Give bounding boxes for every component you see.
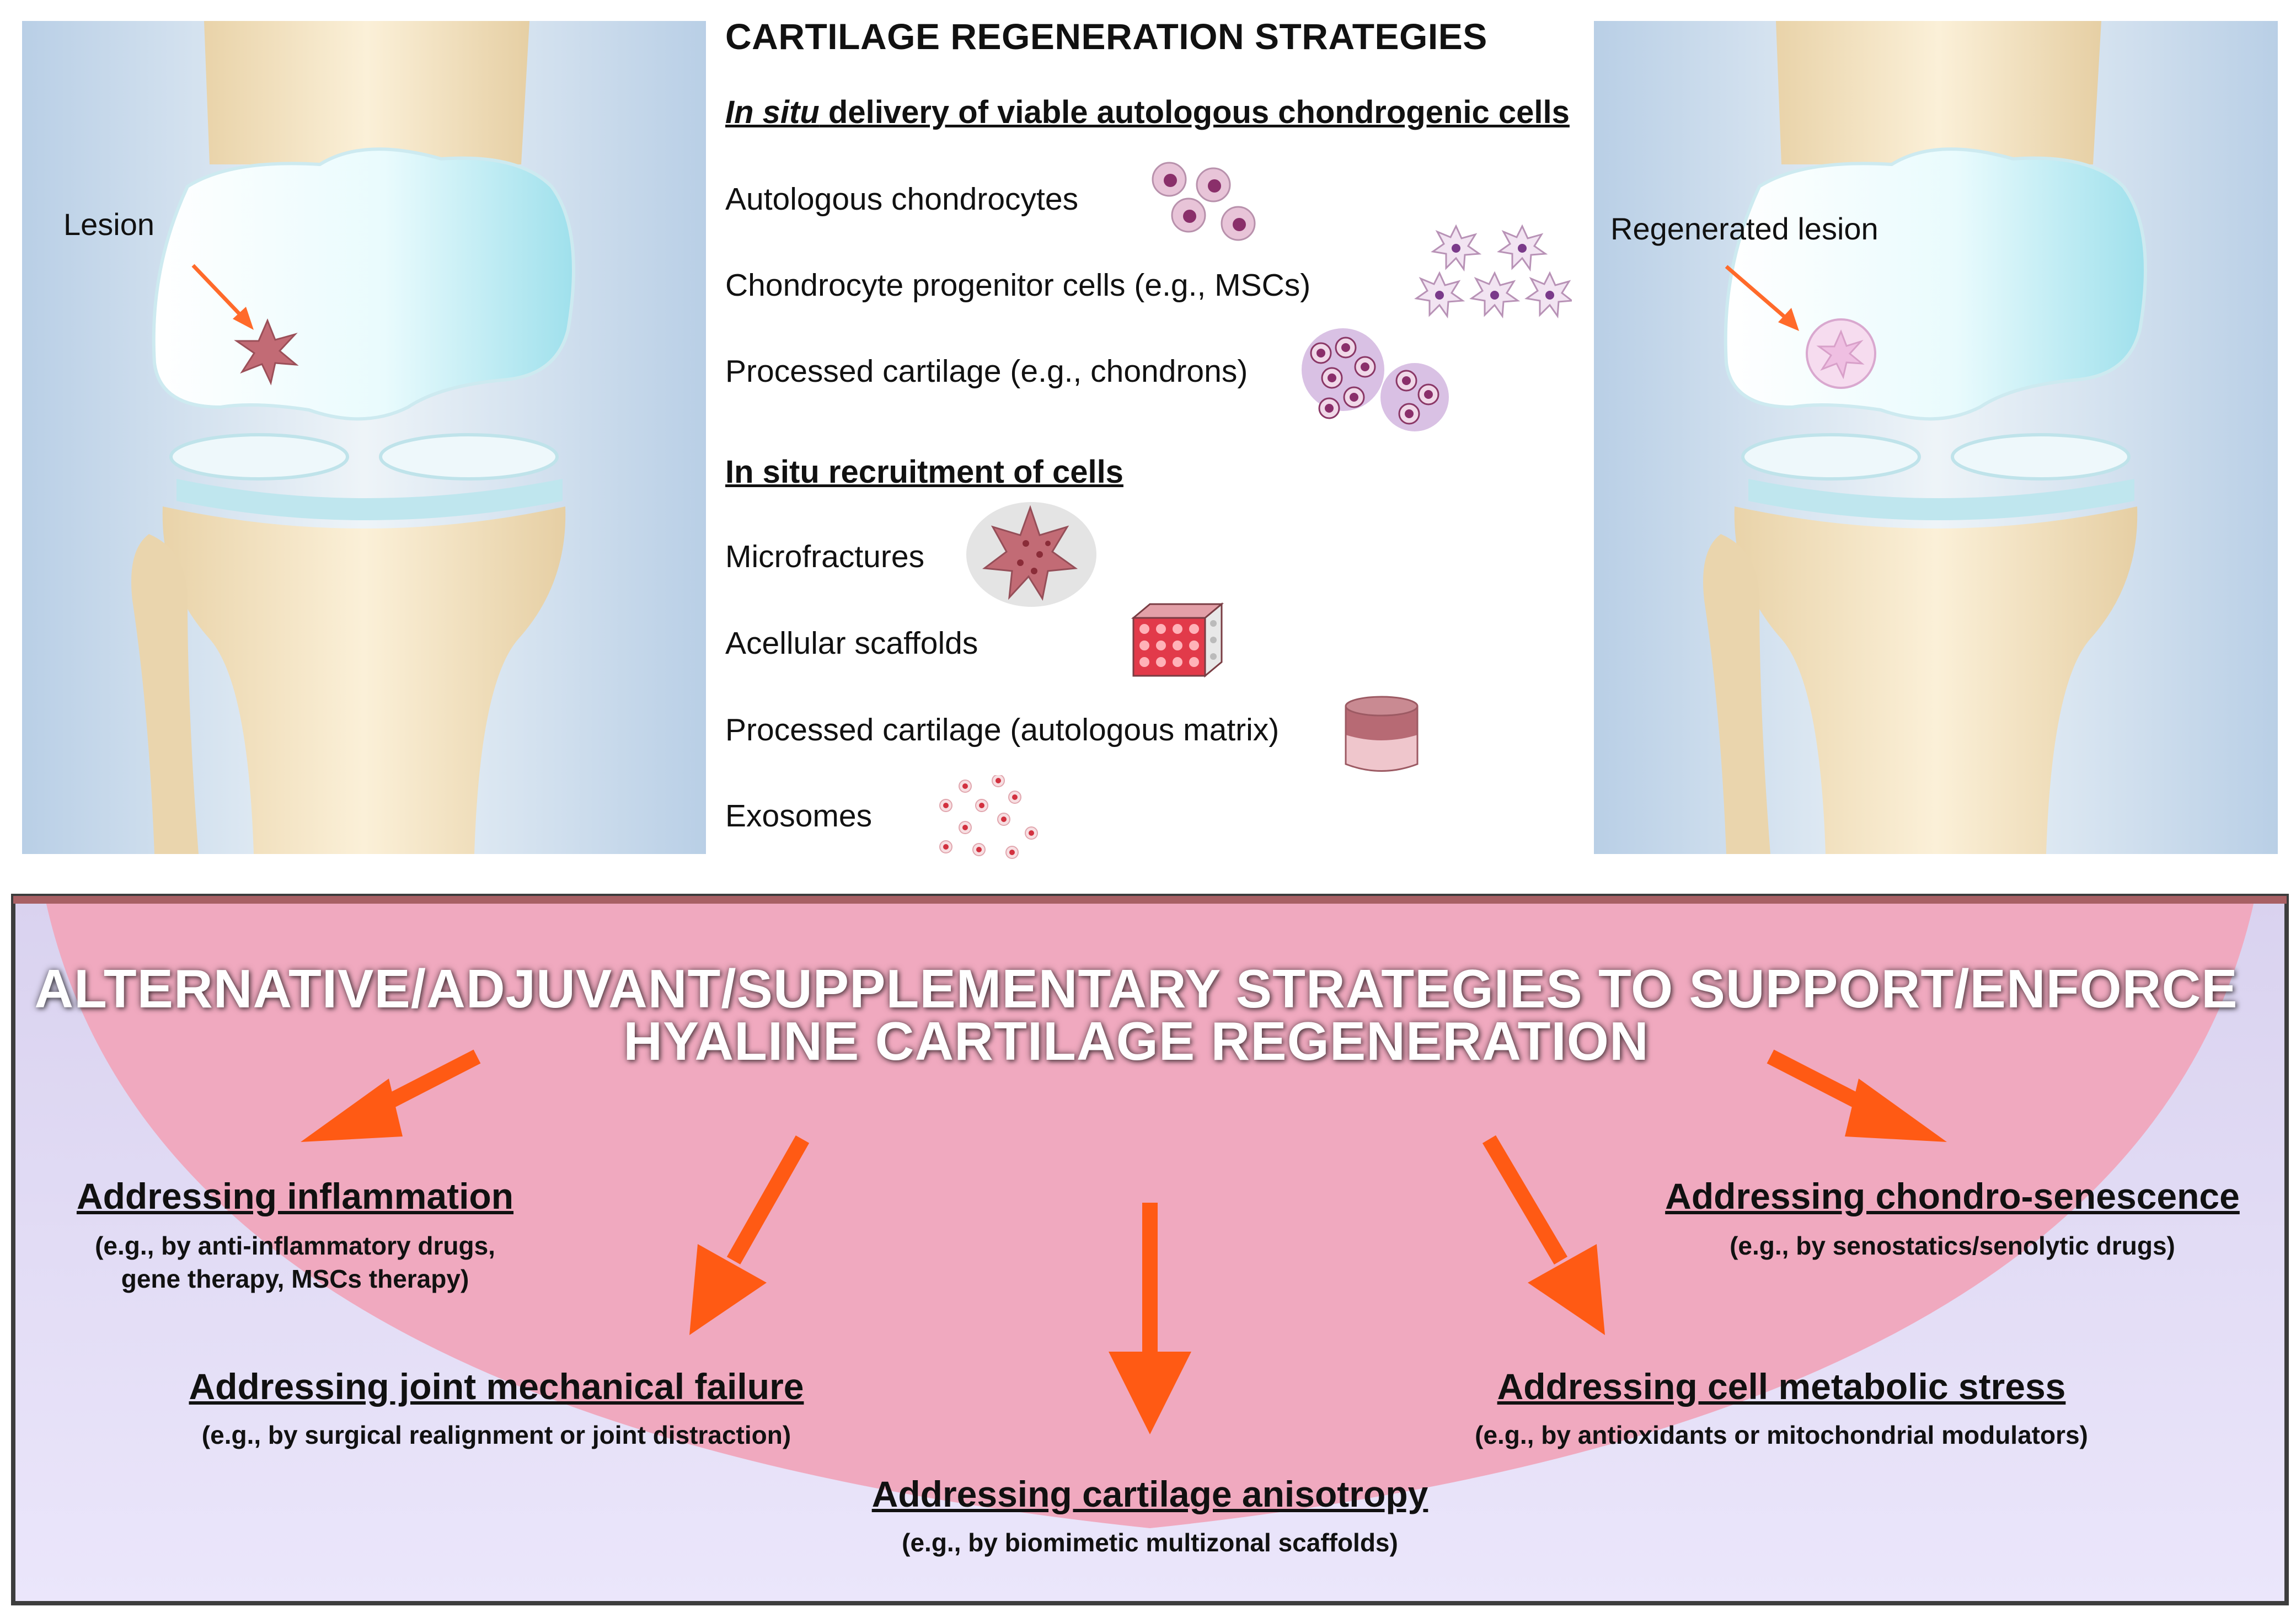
lesion-label: Lesion (63, 207, 155, 242)
exosome-dots-icon (939, 775, 1038, 859)
mechanical-sub1: (e.g., by surgical realignment or joint … (201, 1421, 791, 1449)
arrow-to-senescence-icon (1767, 1049, 1947, 1142)
cell-cluster-icon (1152, 162, 1256, 241)
scaffold-cube-icon (1131, 602, 1224, 678)
anisotropy-heading: Addressing cartilage anisotropy (871, 1474, 1428, 1514)
star-cell-icon (1414, 224, 1572, 319)
item-acellular-scaffolds: Acellular scaffolds (725, 626, 978, 661)
chondron-icon (1302, 328, 1449, 431)
strategy-mechanical: Addressing joint mechanical failure (e.g… (138, 1365, 855, 1451)
strategy-metabolic: Addressing cell metabolic stress (e.g., … (1423, 1365, 2140, 1451)
item-processed-cartilage-chondrons: Processed cartilage (e.g., chondrons) (725, 354, 1248, 389)
item-exosomes: Exosomes (725, 798, 873, 834)
panel-title-line2: HYALINE CARTILAGE REGENERATION (623, 1011, 1649, 1071)
item-processed-cartilage-matrix: Processed cartilage (autologous matrix) (725, 712, 1280, 748)
section-in-situ-delivery-heading: In situ delivery of viable autologous ch… (725, 94, 1570, 130)
matrix-cylinder-icon (1345, 696, 1419, 772)
top-title: CARTILAGE REGENERATION STRATEGIES (725, 16, 1487, 57)
senescence-sub1: (e.g., by senostatics/senolytic drugs) (1730, 1231, 2175, 1260)
lesion-icon (234, 318, 299, 386)
inflammation-sub1: (e.g., by anti-inflammatory drugs, (95, 1231, 495, 1260)
right-knee-illustration (1594, 21, 2278, 854)
mechanical-heading: Addressing joint mechanical failure (189, 1366, 804, 1407)
strategy-inflammation: Addressing inflammation (e.g., by anti-i… (44, 1175, 546, 1295)
strategy-anisotropy: Addressing cartilage anisotropy (e.g., b… (819, 1473, 1481, 1559)
strategy-senescence: Addressing chondro-senescence (e.g., by … (1633, 1175, 2272, 1262)
anisotropy-sub1: (e.g., by biomimetic multizonal scaffold… (902, 1528, 1398, 1557)
microfracture-icon (966, 502, 1096, 607)
panel-title: ALTERNATIVE/ADJUVANT/SUPPLEMENTARY STRAT… (33, 958, 2239, 1071)
regenerated-lesion-icon (1806, 318, 1876, 389)
senescence-heading: Addressing chondro-senescence (1665, 1176, 2240, 1216)
arrow-to-metabolic-icon (1482, 1135, 1605, 1335)
panel-title-line1: ALTERNATIVE/ADJUVANT/SUPPLEMENTARY STRAT… (34, 958, 2238, 1019)
regenerated-lesion-label: Regenerated lesion (1610, 211, 1878, 246)
section-in-situ-recruitment-heading: In situ recruitment of cells (725, 454, 1123, 490)
arrow-to-mechanical-icon (689, 1135, 810, 1335)
inflammation-sub2: gene therapy, MSCs therapy) (121, 1264, 469, 1293)
item-autologous-chondrocytes: Autologous chondrocytes (725, 182, 1079, 217)
metabolic-heading: Addressing cell metabolic stress (1497, 1366, 2066, 1407)
arrow-to-inflammation-icon (301, 1049, 481, 1142)
arrow-to-anisotropy-icon (1109, 1203, 1191, 1434)
left-knee-illustration (22, 21, 706, 854)
item-chondrocyte-progenitor-cells: Chondrocyte progenitor cells (e.g., MSCs… (725, 268, 1311, 303)
metabolic-sub1: (e.g., by antioxidants or mitochondrial … (1475, 1421, 2088, 1449)
item-microfractures: Microfractures (725, 539, 925, 574)
inflammation-heading: Addressing inflammation (76, 1176, 514, 1216)
